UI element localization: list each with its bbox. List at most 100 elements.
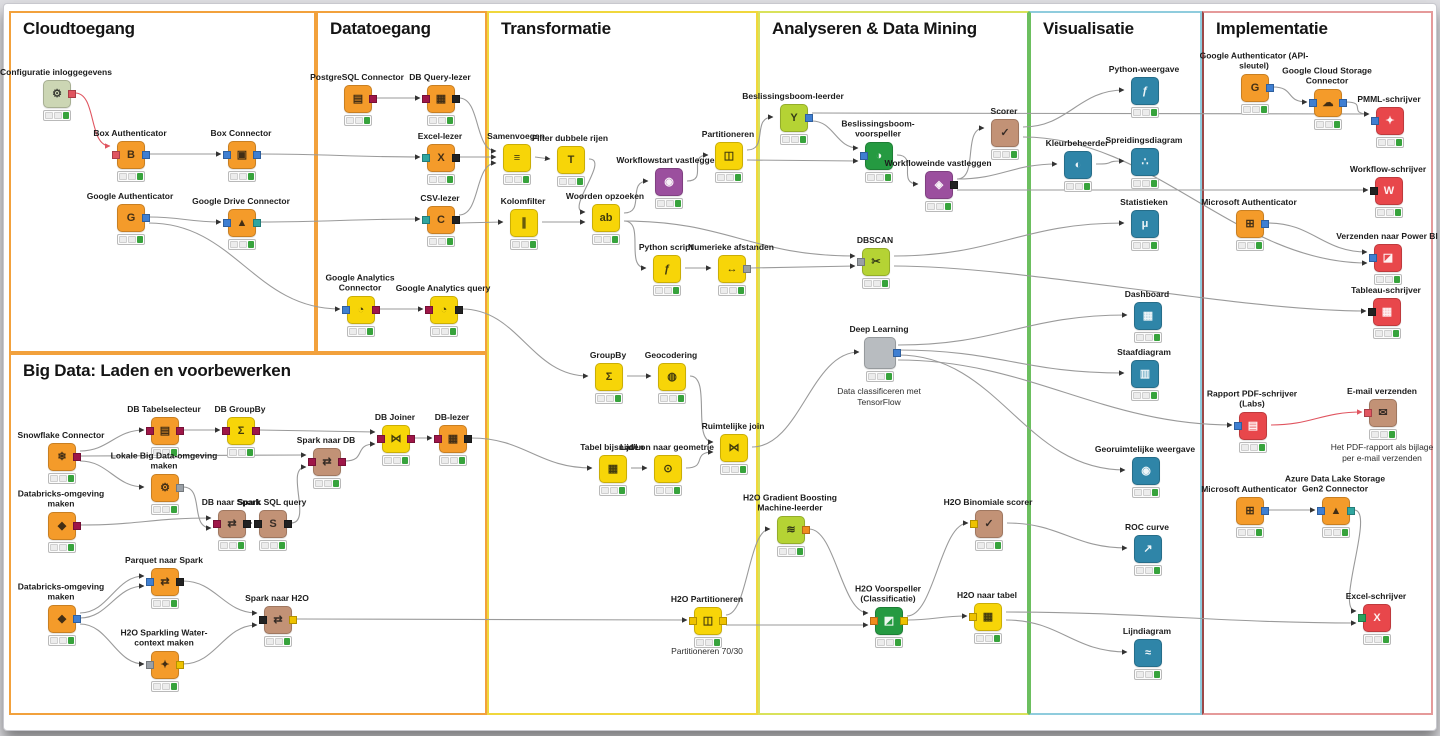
connection-edge[interactable]: [623, 178, 649, 214]
connection-edge[interactable]: [470, 437, 593, 471]
spark-sql-icon[interactable]: S: [259, 510, 287, 538]
ga-query-icon[interactable]: ◔: [430, 296, 458, 324]
scorer-icon[interactable]: ✓: [991, 119, 1019, 147]
input-port[interactable]: [1317, 507, 1325, 515]
output-port[interactable]: [73, 615, 81, 623]
input-port[interactable]: [870, 617, 878, 625]
db-lezer-icon[interactable]: ▦: [439, 425, 467, 453]
dashboard-icon[interactable]: ▦: [1134, 302, 1162, 330]
connection-edge[interactable]: [578, 158, 596, 215]
connection-edge[interactable]: [808, 528, 869, 616]
databricks1-icon[interactable]: ◆: [48, 512, 76, 540]
connection-edge[interactable]: [623, 220, 856, 259]
cfg-icon[interactable]: ⚙: [43, 80, 71, 108]
output-port[interactable]: [142, 214, 150, 222]
num-afstanden-icon[interactable]: ↔: [718, 255, 746, 283]
verzenden-powerbi-icon[interactable]: ◪: [1374, 244, 1402, 272]
h2o-gbm-icon[interactable]: ≋: [777, 516, 805, 544]
input-port[interactable]: [1369, 254, 1377, 262]
groupby-icon[interactable]: Σ: [595, 363, 623, 391]
connection-edge[interactable]: [956, 161, 1058, 180]
output-port[interactable]: [176, 661, 184, 669]
input-port[interactable]: [342, 306, 350, 314]
db-query-lezer-icon[interactable]: ▦: [427, 85, 455, 113]
input-port[interactable]: [1368, 308, 1376, 316]
output-port[interactable]: [252, 427, 260, 435]
output-port[interactable]: [176, 578, 184, 586]
connection-edge[interactable]: [689, 375, 714, 445]
output-port[interactable]: [372, 306, 380, 314]
gdrive-conn-icon[interactable]: ▲: [228, 209, 256, 237]
input-port[interactable]: [860, 152, 868, 160]
connection-edge[interactable]: [1022, 136, 1368, 266]
connection-edge[interactable]: [79, 573, 145, 614]
connection-edge[interactable]: [79, 623, 145, 667]
statistieken-icon[interactable]: μ: [1131, 210, 1159, 238]
h2o-voorspeller-icon[interactable]: ◩: [875, 607, 903, 635]
db-tabelselecteur-icon[interactable]: ▤: [151, 417, 179, 445]
output-port[interactable]: [73, 453, 81, 461]
partitioneren-icon[interactable]: ◫: [715, 142, 743, 170]
input-port[interactable]: [223, 219, 231, 227]
connection-edge[interactable]: [182, 486, 212, 531]
output-port[interactable]: [464, 435, 472, 443]
wf-einde-icon[interactable]: ◈: [925, 171, 953, 199]
output-port[interactable]: [407, 435, 415, 443]
adls-conn-icon[interactable]: ▲: [1322, 497, 1350, 525]
output-port[interactable]: [950, 181, 958, 189]
output-port[interactable]: [253, 151, 261, 159]
connection-edge[interactable]: [897, 359, 1233, 428]
h2o-sparkling-icon[interactable]: ✦: [151, 651, 179, 679]
output-port[interactable]: [369, 95, 377, 103]
connection-edge[interactable]: [148, 216, 222, 225]
connection-edge[interactable]: [295, 617, 688, 623]
connection-edge[interactable]: [259, 153, 421, 160]
db-groupby-icon[interactable]: Σ: [227, 417, 255, 445]
output-port[interactable]: [1266, 84, 1274, 92]
input-port[interactable]: [970, 520, 978, 528]
box-auth-icon[interactable]: B: [117, 141, 145, 169]
tabel-bijsnijden-icon[interactable]: ▦: [599, 455, 627, 483]
dbscan-icon[interactable]: ✂: [862, 248, 890, 276]
connection-edge[interactable]: [259, 216, 421, 223]
samenvoegen-icon[interactable]: ≡: [503, 144, 531, 172]
input-port[interactable]: [689, 617, 697, 625]
kolomfilter-icon[interactable]: ∥: [510, 209, 538, 237]
connection-edge[interactable]: [79, 583, 145, 619]
spark-naar-h2o-icon[interactable]: ⇄: [264, 606, 292, 634]
deep-learning-icon[interactable]: [864, 337, 896, 369]
output-port[interactable]: [452, 154, 460, 162]
input-port[interactable]: [223, 151, 231, 159]
output-port[interactable]: [1261, 220, 1269, 228]
input-port[interactable]: [1358, 614, 1366, 622]
input-port[interactable]: [308, 458, 316, 466]
output-port[interactable]: [338, 458, 346, 466]
lijndiagram-icon[interactable]: ≈: [1134, 639, 1162, 667]
connection-edge[interactable]: [956, 125, 985, 180]
input-port[interactable]: [1309, 99, 1317, 107]
connection-edge[interactable]: [893, 220, 1125, 257]
databricks2-icon[interactable]: ◆: [48, 605, 76, 633]
ms-auth1-icon[interactable]: ⊞: [1236, 210, 1264, 238]
connection-edge[interactable]: [290, 464, 307, 524]
connection-edge[interactable]: [906, 520, 969, 617]
python-weergave-icon[interactable]: ƒ: [1131, 77, 1159, 105]
connection-edge[interactable]: [1270, 409, 1363, 426]
kleurbeheerder-icon[interactable]: ◐: [1064, 151, 1092, 179]
connection-edge[interactable]: [746, 158, 859, 164]
connection-edge[interactable]: [749, 263, 856, 269]
bes-leerder-icon[interactable]: Y: [780, 104, 808, 132]
output-port[interactable]: [142, 151, 150, 159]
connection-edge[interactable]: [896, 154, 919, 187]
input-port[interactable]: [222, 427, 230, 435]
lokale-bigdata-icon[interactable]: ⚙: [151, 474, 179, 502]
connection-edge[interactable]: [79, 460, 145, 490]
roc-curve-icon[interactable]: ↗: [1134, 535, 1162, 563]
input-port[interactable]: [434, 435, 442, 443]
output-port[interactable]: [176, 484, 184, 492]
input-port[interactable]: [377, 435, 385, 443]
output-port[interactable]: [253, 219, 261, 227]
input-port[interactable]: [1364, 409, 1372, 417]
connection-edge[interactable]: [458, 97, 497, 154]
